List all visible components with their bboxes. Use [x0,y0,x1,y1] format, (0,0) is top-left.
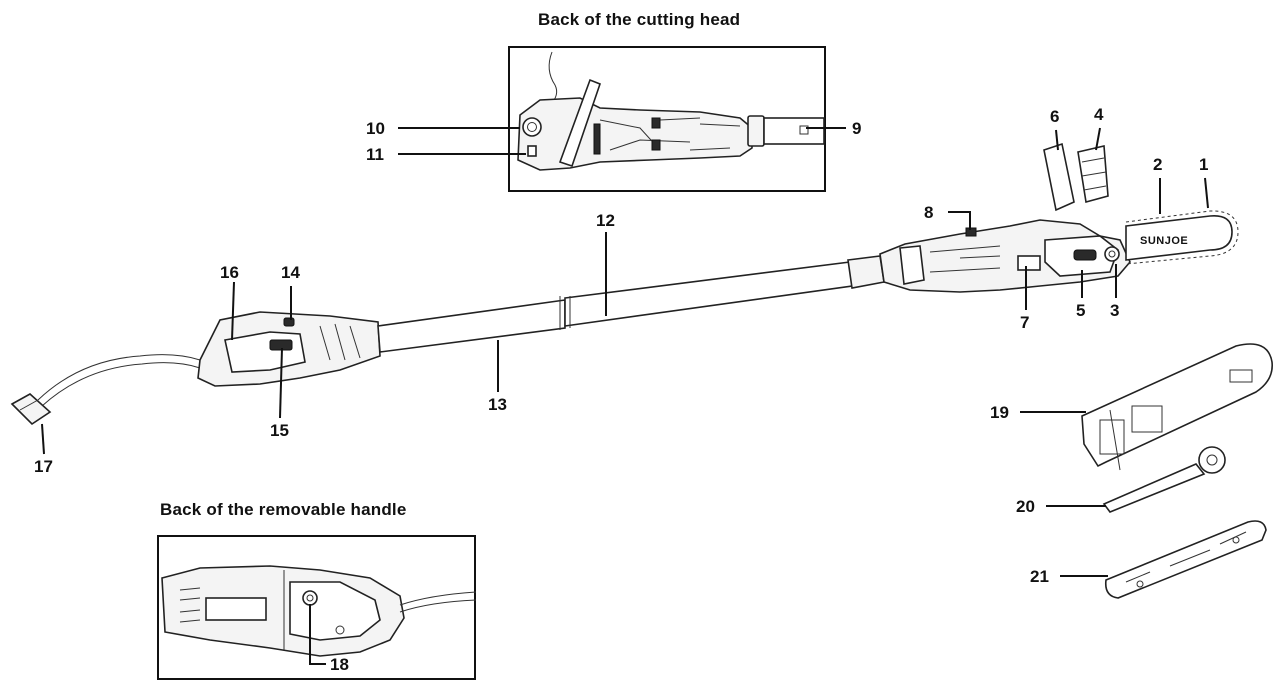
part-number-6: 6 [1050,107,1059,126]
part-number-8: 8 [924,203,933,222]
part-number-2: 2 [1153,155,1162,174]
removable-handle-back-illustration [161,565,477,657]
cutting-head-inset-title: Back of the cutting head [538,10,741,29]
part-number-19: 19 [990,403,1009,422]
removable-handle-inset-title: Back of the removable handle [160,500,407,519]
accessories-illustration [1081,343,1273,599]
bar-brand-label: SUNJOE [1140,235,1188,247]
part-number-21: 21 [1030,567,1049,586]
pole-saw-illustration: SUNJOE [10,142,1239,426]
part-number-12: 12 [596,211,615,230]
part-number-20: 20 [1016,497,1035,516]
part-number-16: 16 [220,263,239,282]
part-numbers: 1 2 3 4 5 6 7 8 9 10 11 12 13 14 15 16 1… [34,105,1208,674]
part-number-7: 7 [1020,313,1029,332]
part-number-1: 1 [1199,155,1208,174]
part-number-11: 11 [366,145,384,164]
part-number-4: 4 [1094,105,1104,124]
part-number-9: 9 [852,119,861,138]
part-number-5: 5 [1076,301,1085,320]
leader-lines [41,127,1209,665]
part-number-18: 18 [330,655,349,674]
cutting-head-back-illustration [517,51,825,171]
part-number-15: 15 [270,421,289,440]
part-number-14: 14 [281,263,300,282]
part-number-13: 13 [488,395,507,414]
part-number-17: 17 [34,457,53,476]
part-number-3: 3 [1110,301,1119,320]
part-number-10: 10 [366,119,385,138]
